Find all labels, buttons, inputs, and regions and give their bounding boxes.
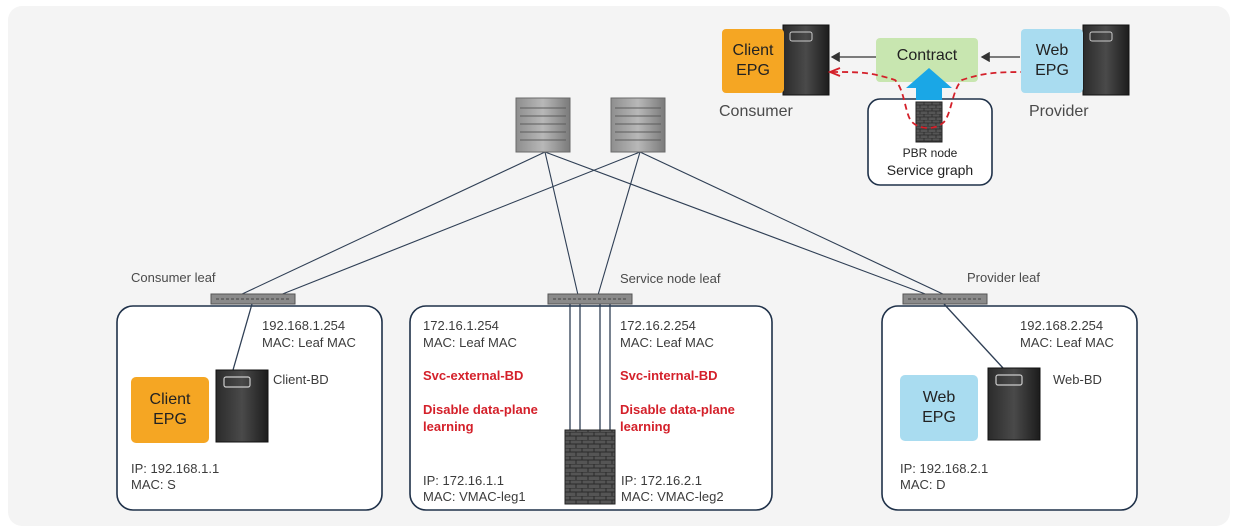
contract-label: Contract — [896, 47, 958, 64]
service-node-legs — [569, 304, 611, 430]
svc-int-node-mac: MAC: VMAC-leg2 — [621, 489, 724, 504]
svc-ext-learning-note: Disable data-plane learning — [423, 402, 538, 434]
consumer-role-label: Consumer — [719, 103, 793, 120]
svc-int-gateway-ip: 172.16.2.254 — [620, 318, 696, 333]
service-graph-label: Service graph — [886, 162, 974, 178]
client-endpoint-ip: IP: 192.168.1.1 — [131, 461, 220, 476]
legend-client-epg: Client EPG — [722, 29, 784, 93]
legend-web-epg-label: Web EPG — [1035, 42, 1069, 79]
leaf-switch-icon — [902, 293, 988, 305]
client-server-icon — [215, 369, 269, 443]
provider-bd-label: Web-BD — [1053, 372, 1102, 387]
svc-int-learning-note: Disable data-plane learning — [620, 402, 735, 434]
provider-gateway-ip: 192.168.2.254 — [1020, 318, 1104, 333]
service-leaf-box — [409, 305, 773, 511]
client-endpoint-mac: MAC: S — [131, 477, 176, 492]
svc-ext-node-ip: IP: 172.16.1.1 — [423, 473, 504, 488]
web-epg-label: Web EPG — [922, 389, 956, 426]
client-epg-box: Client EPG — [131, 377, 209, 443]
svc-int-gateway-mac: MAC: Leaf MAC — [620, 335, 714, 350]
leaf-switch-icon — [547, 293, 633, 305]
web-epg-box: Web EPG — [900, 375, 978, 441]
service-leaf-label: Service node leaf — [620, 271, 721, 286]
firewall-icon — [564, 429, 616, 505]
svc-ext-gateway-mac: MAC: Leaf MAC — [423, 335, 517, 350]
consumer-leaf-label: Consumer leaf — [131, 270, 216, 285]
svc-ext-gateway-ip: 172.16.1.254 — [423, 318, 499, 333]
svc-ext-node-mac: MAC: VMAC-leg1 — [423, 489, 526, 504]
legend-group — [782, 24, 1130, 186]
web-endpoint-ip: IP: 192.168.2.1 — [900, 461, 989, 476]
spine-switch-icon — [610, 97, 666, 153]
provider-gateway-mac: MAC: Leaf MAC — [1020, 335, 1114, 350]
pbr-node-label: PBR node — [902, 146, 958, 160]
svc-int-bd-label: Svc-internal-BD — [620, 368, 718, 383]
leaf-switch-icon — [210, 293, 296, 305]
legend-web-epg: Web EPG — [1021, 29, 1083, 93]
legend-client-epg-label: Client EPG — [732, 42, 774, 79]
consumer-bd-label: Client-BD — [273, 372, 329, 387]
consumer-gateway-ip: 192.168.1.254 — [262, 318, 346, 333]
provider-leaf-label: Provider leaf — [967, 270, 1040, 285]
web-endpoint-mac: MAC: D — [900, 477, 946, 492]
svc-int-node-ip: IP: 172.16.2.1 — [621, 473, 702, 488]
web-server-icon — [987, 367, 1041, 441]
provider-role-label: Provider — [1029, 103, 1089, 120]
client-epg-label: Client EPG — [149, 391, 191, 428]
fabric-links — [239, 151, 946, 296]
consumer-gateway-mac: MAC: Leaf MAC — [262, 335, 356, 350]
svc-ext-bd-label: Svc-external-BD — [423, 368, 524, 383]
spine-switch-icon — [515, 97, 571, 153]
